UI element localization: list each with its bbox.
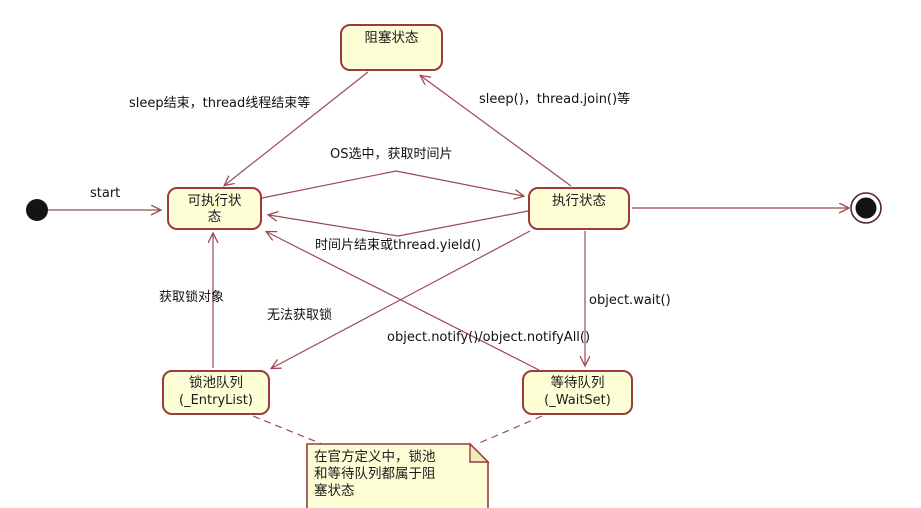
state-runnable: 可执行状态: [167, 187, 262, 230]
state-running: 执行状态: [528, 187, 630, 230]
start-node: [26, 199, 48, 221]
state-blocked-label: 阻塞状态: [364, 30, 419, 46]
state-lock-pool-label: 锁池队列: [189, 375, 243, 391]
note-anchor-lockpool: [252, 415, 323, 445]
edge-label-object-notify: object.notify()/object.notifyAll(): [387, 330, 591, 345]
edge-label-acquire-lock: 获取锁对象: [159, 290, 225, 305]
final-node: [850, 192, 882, 224]
edge-label-sleep-join: sleep()，thread.join()等: [479, 92, 631, 107]
edge-blocked-to-runnable: [225, 71, 369, 185]
state-running-label: 执行状态: [552, 193, 606, 209]
edge-runnable-to-running: [261, 170, 523, 198]
note-anchor-waitset: [476, 415, 543, 445]
state-runnable-label: 可执行状态: [187, 193, 242, 225]
state-wait-set-label: 等待队列: [550, 375, 605, 391]
edge-label-fail-lock: 无法获取锁: [267, 308, 333, 323]
state-wait-set-alias: (_WaitSet): [544, 393, 611, 408]
edge-running-to-blocked: [421, 76, 572, 187]
state-blocked: 阻塞状态: [340, 24, 443, 71]
edge-label-start: start: [90, 186, 121, 201]
state-lock-pool: 锁池队列 (_EntryList): [162, 370, 270, 415]
note-text: 在官方定义中，锁池和等待队列都属于阻塞状态: [314, 449, 436, 499]
edge-label-timeslice-end: 时间片结束或thread.yield(): [315, 238, 482, 253]
edge-label-sleep-end: sleep结束，thread线程结束等: [129, 96, 311, 111]
state-wait-set: 等待队列 (_WaitSet): [522, 370, 633, 415]
state-lock-pool-alias: (_EntryList): [179, 393, 253, 408]
edge-running-to-runnable: [269, 210, 529, 237]
note-shape: [306, 442, 490, 508]
edge-label-object-wait: object.wait(): [589, 293, 671, 308]
edge-waitset-to-runnable: [267, 232, 540, 371]
edge-label-os-selected: OS选中，获取时间片: [330, 147, 453, 162]
